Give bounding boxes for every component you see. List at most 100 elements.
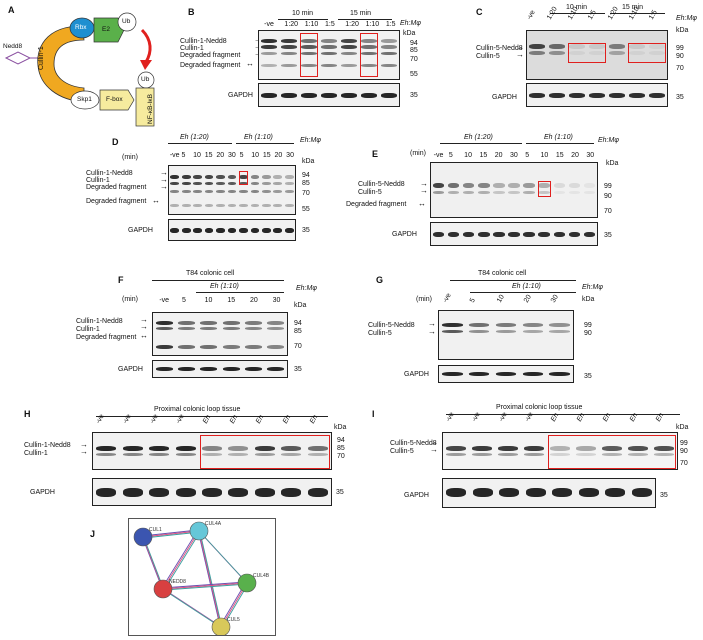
blot-band — [281, 453, 302, 456]
blot-band — [609, 93, 625, 98]
blot-band — [569, 93, 585, 98]
network-edge — [163, 583, 249, 591]
b-marker-70: 70 — [410, 56, 418, 63]
f-cell: T84 colonic cell — [186, 270, 235, 277]
blot-band — [227, 175, 237, 179]
d-marker-85: 85 — [302, 180, 310, 187]
blot-band — [178, 327, 195, 330]
blot-band — [361, 64, 377, 67]
e-gapdh-label: GAPDH — [392, 231, 417, 238]
panel-label-c: C — [476, 7, 483, 17]
blot-band — [200, 367, 218, 371]
paneli-lane-label: -ve — [471, 411, 483, 423]
blot-band — [245, 367, 262, 371]
paneld-lane-label: 5 — [181, 152, 186, 159]
blot-band — [321, 39, 337, 43]
blot-band — [245, 345, 262, 349]
e-main-blot — [430, 162, 598, 218]
panelf-lane-label: 15 — [227, 297, 236, 304]
panelb-lane-label: 1:5 — [385, 21, 396, 28]
g-group: Eh (1:10) — [512, 283, 541, 290]
panelb-lane-label: -ve — [264, 21, 274, 28]
f-gapdh-label: GAPDH — [118, 366, 143, 373]
blot-band — [602, 446, 622, 451]
blot-band — [432, 183, 445, 188]
h-marker-70: 70 — [337, 453, 345, 460]
panelh-lane-label: -ve — [175, 413, 187, 425]
blot-band — [227, 182, 237, 185]
blot-band — [178, 367, 195, 371]
blot-band — [281, 39, 297, 43]
blot-band — [122, 488, 143, 497]
blot-band — [549, 51, 565, 55]
blot-band — [549, 93, 565, 98]
network-edge — [142, 530, 200, 538]
blot-band — [568, 232, 581, 237]
blot-band — [549, 44, 565, 49]
f-band-3: Degraded fragment — [76, 334, 137, 341]
blot-band — [204, 228, 214, 233]
blot-band — [498, 446, 518, 451]
blot-band — [649, 93, 665, 98]
g-marker-90: 90 — [584, 330, 592, 337]
g-marker-99: 99 — [584, 322, 592, 329]
blot-band — [462, 183, 475, 188]
blot-band — [170, 175, 180, 179]
g-gapdh-kda: 35 — [584, 373, 592, 380]
blot-band — [553, 191, 565, 194]
blot-band — [201, 453, 223, 456]
blot-band — [284, 204, 294, 207]
blot-band — [284, 228, 294, 233]
blot-band — [181, 182, 191, 185]
blot-band — [523, 232, 535, 237]
blot-band — [605, 488, 626, 497]
f-min: (min) — [122, 296, 138, 303]
blot-band — [284, 182, 294, 185]
blot-band — [589, 93, 605, 98]
blot-band — [281, 52, 297, 55]
blot-band — [284, 190, 294, 193]
panelg-lane-label: 20 — [523, 293, 534, 304]
blot-band — [222, 367, 240, 371]
paneli-lane-label: -ve — [497, 411, 509, 423]
d-group-2: Eh (1:10) — [244, 134, 273, 141]
blot-band — [649, 44, 665, 49]
e-marker-99: 99 — [604, 183, 612, 190]
i-marker-99: 99 — [680, 440, 688, 447]
c-ratio-label: Eh:Mφ — [676, 15, 697, 22]
panelh-lane-label: Eh — [255, 414, 266, 425]
e-min: (min) — [410, 150, 426, 157]
network-node-label: CUL4B — [253, 573, 270, 579]
f-gapdh-blot — [152, 360, 288, 378]
blot-band — [216, 175, 225, 179]
blot-band — [493, 191, 505, 194]
blot-band — [361, 93, 377, 98]
red-highlight-box — [300, 33, 318, 77]
f-main-blot — [152, 312, 288, 356]
blot-band — [472, 446, 492, 451]
blot-band — [122, 446, 143, 451]
blot-band — [178, 345, 195, 349]
blot-band — [538, 232, 550, 237]
panelf-lane-label: 20 — [250, 297, 258, 304]
e-band-3: Degraded fragment — [346, 201, 407, 208]
blot-band — [381, 45, 397, 49]
network-edge — [163, 589, 223, 629]
panele-lane-label: 15 — [555, 152, 564, 159]
blot-band — [321, 64, 337, 67]
c-main-blot — [526, 30, 668, 80]
e-band-1: Cullin-5-Nedd8 — [358, 181, 405, 188]
c-time-2: 15 min — [622, 4, 644, 11]
blot-band — [523, 183, 535, 188]
blot-band — [361, 39, 377, 43]
blot-band — [568, 191, 581, 194]
blot-band — [239, 182, 248, 185]
blot-band — [609, 44, 625, 49]
blot-band — [155, 327, 173, 330]
blot-band — [381, 52, 397, 55]
blot-band — [498, 453, 518, 456]
blot-band — [609, 51, 625, 55]
h-gapdh-label: GAPDH — [30, 489, 55, 496]
blot-band — [267, 327, 285, 330]
c-time-1: 10 min — [566, 4, 588, 11]
